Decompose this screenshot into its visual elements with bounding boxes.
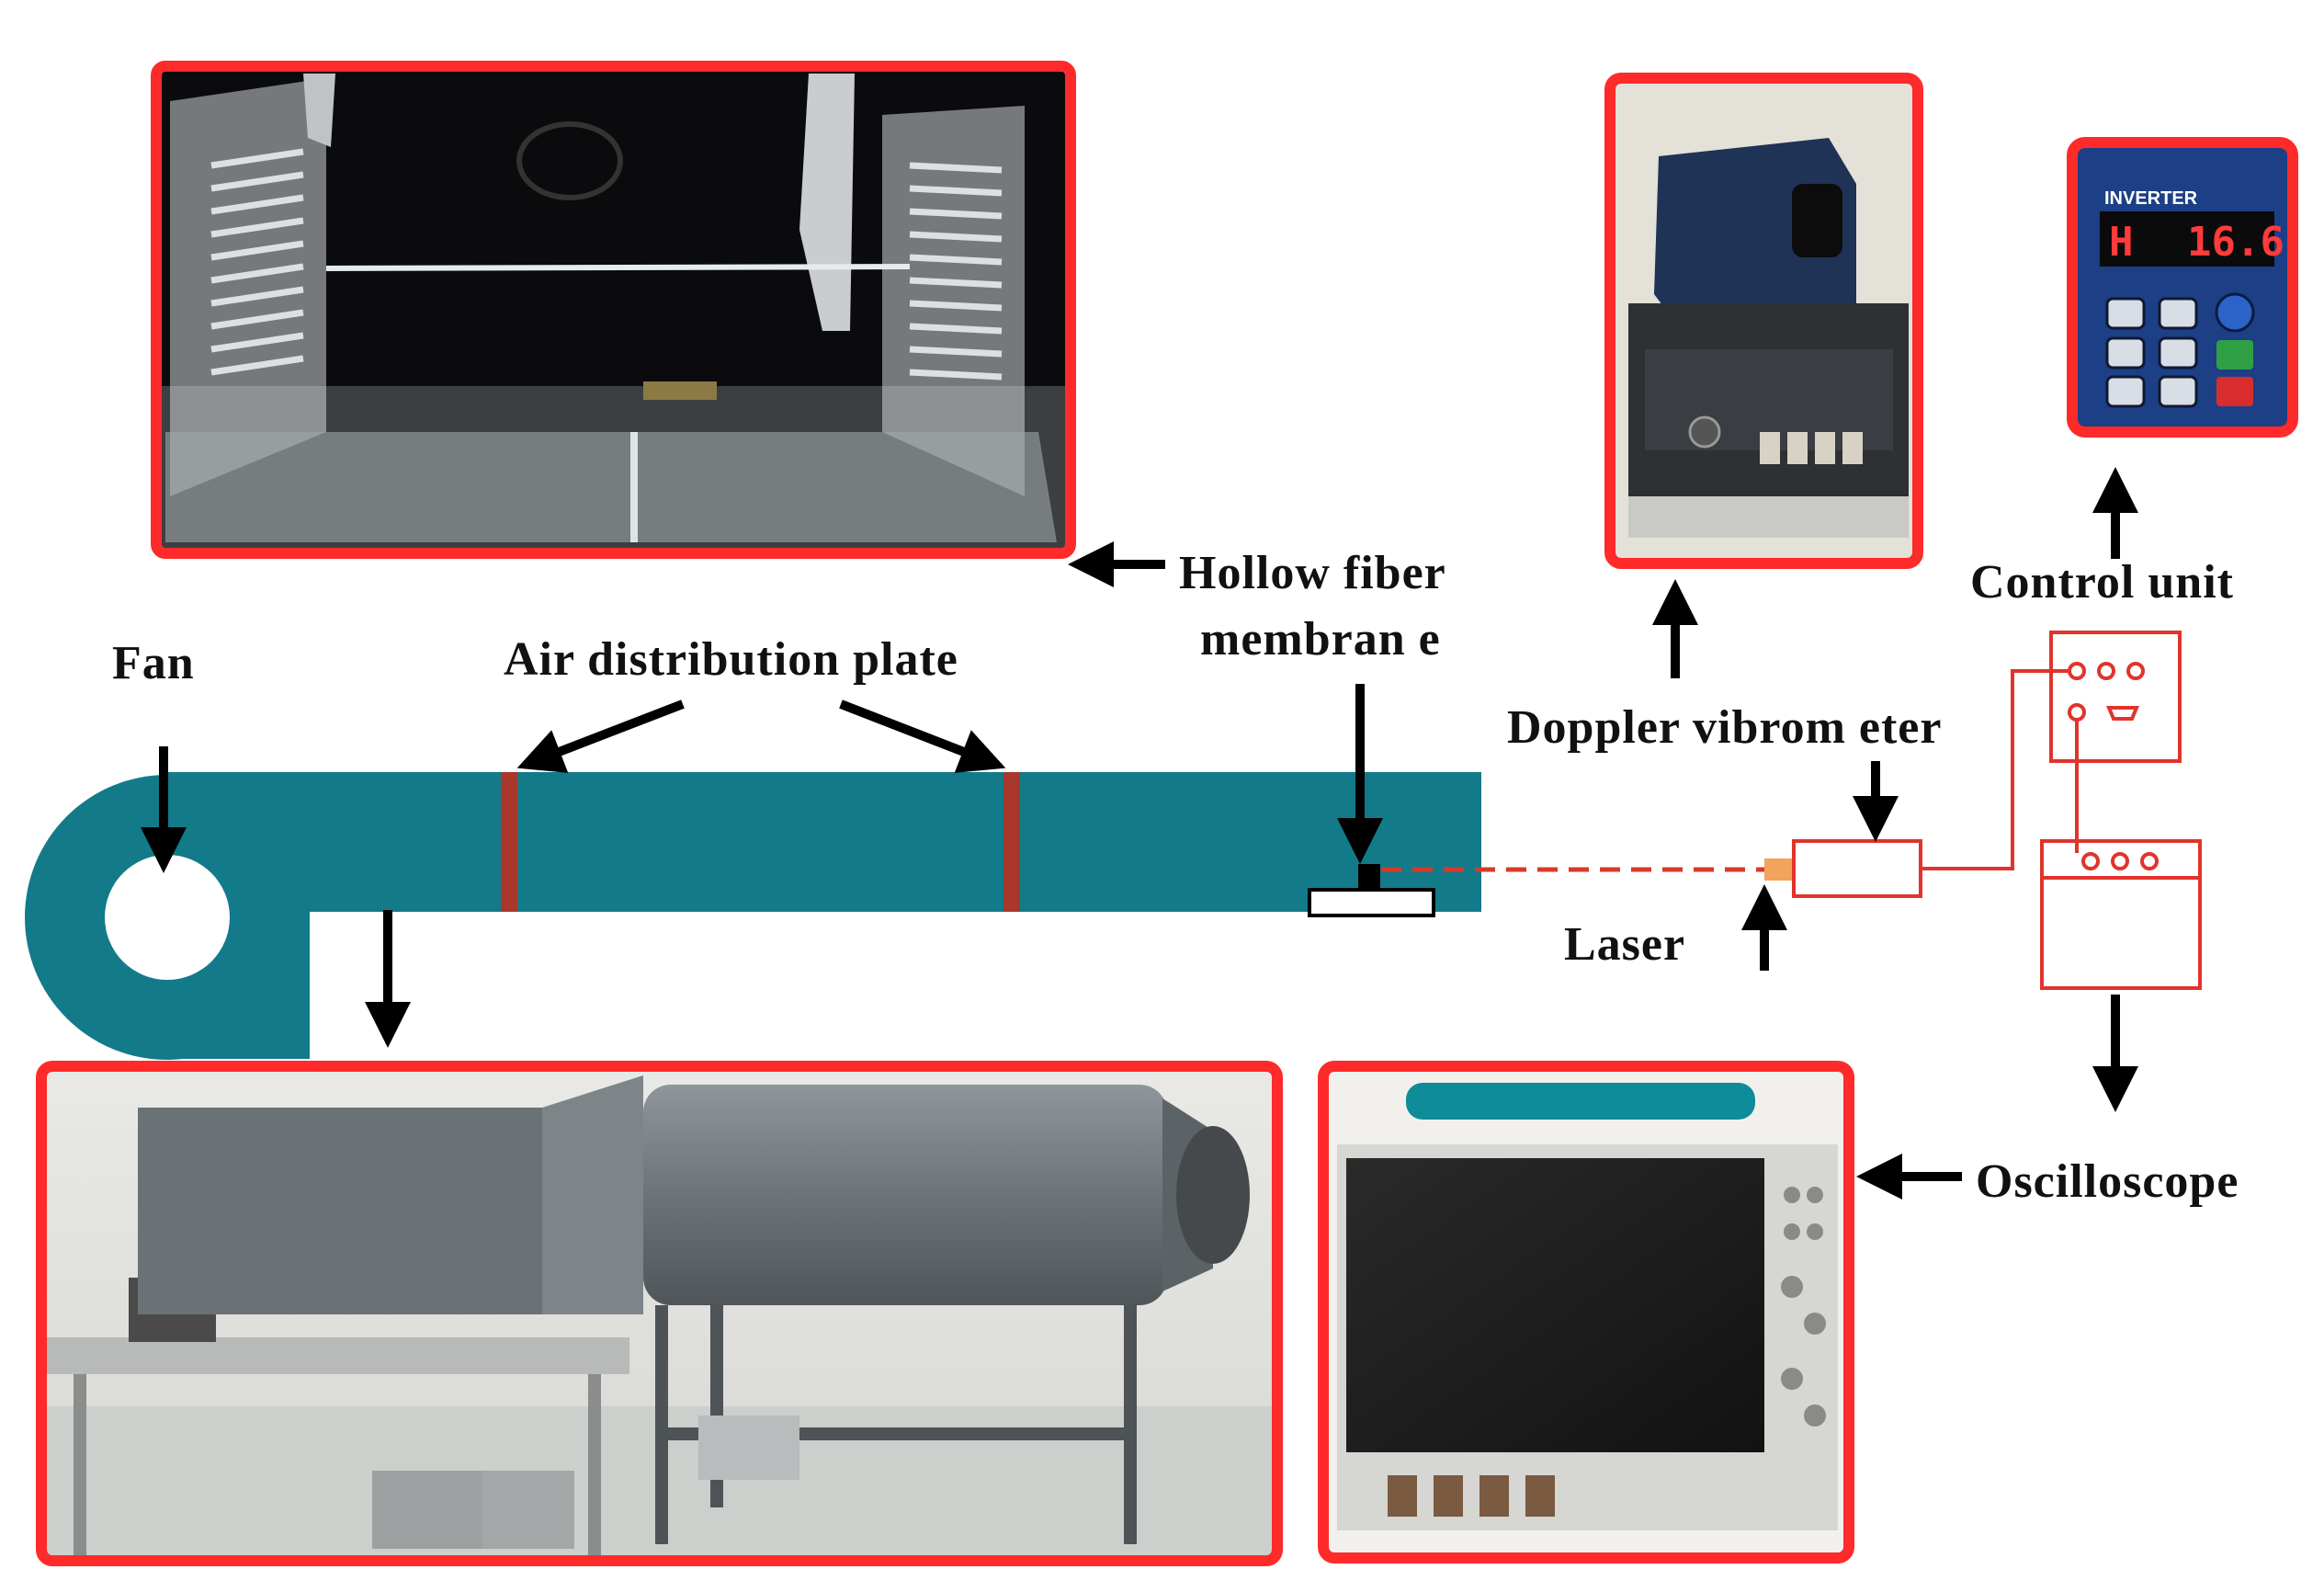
label-air-distribution-plate: Air distribution plate xyxy=(504,633,958,686)
oscilloscope-knobs xyxy=(2081,852,2159,870)
photo-doppler-vibrometer xyxy=(1610,78,1918,563)
inverter-readout-value: 16.6 xyxy=(2187,219,2284,266)
label-doppler-vibrometer: Doppler vibrom eter xyxy=(1507,701,1942,754)
air-distribution-plate-1 xyxy=(501,772,517,912)
label-laser: Laser xyxy=(1564,918,1685,971)
fan-inlet xyxy=(105,855,230,980)
photo-frame xyxy=(2067,137,2298,438)
wind-tunnel-schematic xyxy=(25,772,1481,1060)
oscilloscope-box xyxy=(2040,839,2202,990)
control-unit-knobs xyxy=(2068,662,2145,722)
photo-frame xyxy=(151,61,1076,559)
photo-frame xyxy=(1318,1061,1854,1564)
photo-inverter: INVERTER H 16.6 xyxy=(2072,142,2293,432)
membrane-mount xyxy=(1308,888,1435,917)
laser-head xyxy=(1764,859,1794,881)
arrows xyxy=(141,467,2138,1200)
air-distribution-plate-2 xyxy=(1003,772,1020,912)
inverter-readout-prefix: H xyxy=(2109,219,2134,266)
duct-body xyxy=(167,772,1481,912)
label-control-unit: Control unit xyxy=(1970,556,2234,608)
label-hollow-fiber-line2: membran e xyxy=(1200,613,1441,665)
vibrometer-unit xyxy=(1792,839,1922,898)
label-fan: Fan xyxy=(112,637,195,689)
photo-membrane-chamber xyxy=(156,66,1071,553)
label-oscilloscope: Oscilloscope xyxy=(1976,1155,2239,1208)
control-unit-box xyxy=(2049,631,2182,763)
wire-vibrometer-control xyxy=(1921,669,2069,870)
arrow-plate-2 xyxy=(839,699,1006,773)
inverter-brand: INVERTER xyxy=(2104,188,2198,209)
label-hollow-fiber-line1: Hollow fiber xyxy=(1179,547,1446,599)
membrane-target xyxy=(1358,864,1380,890)
photo-frame xyxy=(1604,73,1923,569)
photo-wind-tunnel xyxy=(41,1066,1277,1561)
arrow-plate-1 xyxy=(516,699,685,773)
photo-frame xyxy=(36,1061,1283,1566)
photo-oscilloscope xyxy=(1323,1066,1849,1558)
